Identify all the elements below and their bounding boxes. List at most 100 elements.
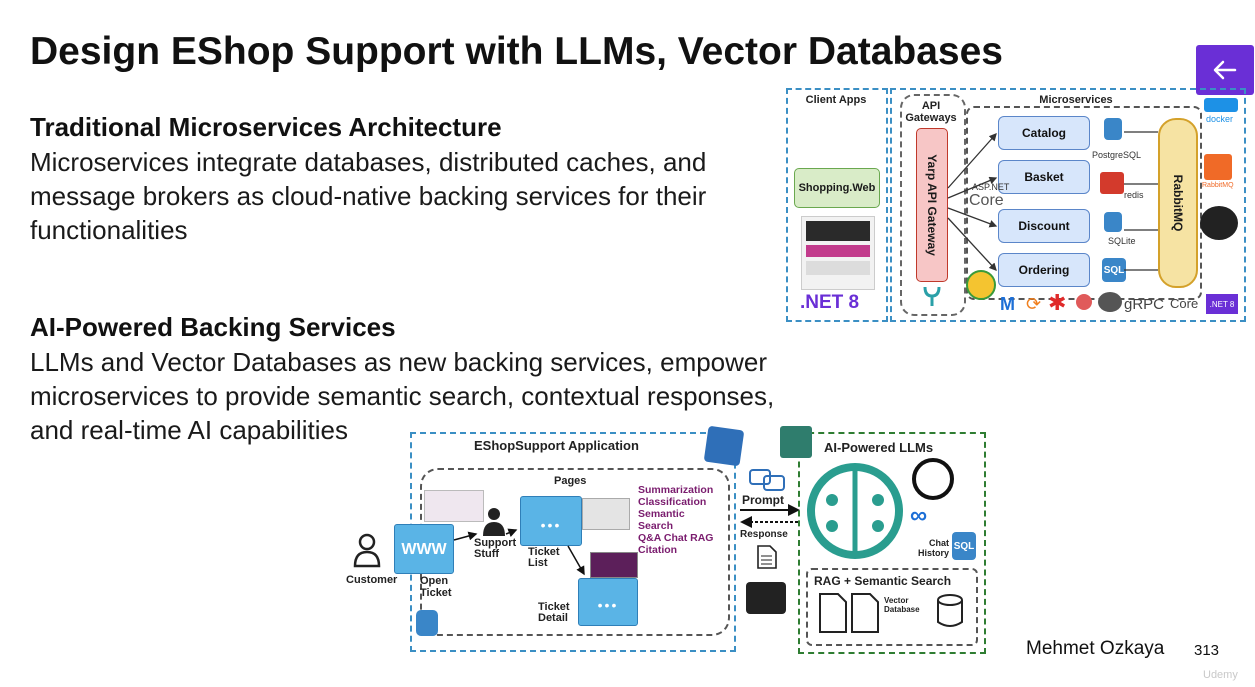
feature-item: Q&A Chat RAG bbox=[638, 532, 714, 544]
service-catalog: Catalog bbox=[998, 116, 1090, 150]
section2-line: microservices to provide semantic search… bbox=[30, 381, 775, 411]
api-gateways-box bbox=[900, 94, 966, 316]
chat-history-label: Chat History bbox=[918, 538, 950, 558]
sync-icon: ⟳ bbox=[1026, 294, 1042, 314]
rabbitmq-label: RabbitMQ bbox=[1171, 174, 1185, 232]
ticket-detail-label: Ticket Detail bbox=[538, 601, 570, 624]
microservices-diagram: Client Apps Shopping.Web .NET 8 API Gate… bbox=[786, 88, 1248, 324]
section1-line: functionalities bbox=[30, 215, 188, 245]
rabbitmq-logo-icon bbox=[1204, 154, 1232, 180]
net8-label: .NET 8 bbox=[800, 292, 860, 313]
ai-brain-icon-small bbox=[780, 426, 812, 458]
broker-arrows bbox=[1124, 131, 1158, 271]
sql-icon: SQL bbox=[1102, 258, 1126, 282]
openai-icon bbox=[912, 458, 954, 500]
gateway-box: Yarp API Gateway bbox=[916, 128, 948, 282]
ticket-list-window: ••• bbox=[520, 496, 582, 546]
support-stuff-label: Support Stuff bbox=[474, 537, 517, 560]
llms-box bbox=[798, 432, 986, 654]
www-label: WWW bbox=[401, 541, 447, 558]
rag-box bbox=[806, 568, 978, 646]
sql-badge: SQL bbox=[952, 532, 976, 560]
detail-thumbnail bbox=[590, 552, 638, 578]
net8-badge: .NET 8 bbox=[1206, 294, 1238, 314]
open-ticket-window: WWW bbox=[394, 524, 454, 574]
feature-item: Citation bbox=[638, 544, 678, 556]
db-sqlite-label: SQLite bbox=[1108, 236, 1136, 246]
list-thumbnail bbox=[582, 498, 630, 530]
page-number: 313 bbox=[1194, 642, 1220, 659]
redis-icon bbox=[1100, 172, 1124, 194]
flow-arrows bbox=[453, 528, 585, 576]
pages-label: Pages bbox=[554, 475, 587, 487]
ai-brain-icon bbox=[807, 463, 903, 559]
support-person-icon bbox=[483, 508, 505, 536]
feature-item: Classification bbox=[638, 496, 707, 508]
section2-line: LLMs and Vector Databases as new backing… bbox=[30, 347, 768, 377]
marten-icon: M bbox=[1000, 294, 1015, 314]
yarp-icon bbox=[923, 286, 941, 306]
website-thumbnail bbox=[801, 216, 875, 290]
client-apps-label: Client Apps bbox=[805, 94, 867, 106]
shopping-web-box: Shopping.Web bbox=[794, 168, 880, 208]
vector-database-icon bbox=[937, 594, 963, 627]
health-icon bbox=[966, 270, 996, 300]
section1-heading: Traditional Microservices Architecture bbox=[30, 112, 502, 142]
section1-line: Microservices integrate databases, distr… bbox=[30, 147, 707, 177]
db-redis-label: redis bbox=[1124, 190, 1144, 200]
section2-line: and real-time AI capabilities bbox=[30, 415, 348, 445]
meta-icon: ∞ bbox=[910, 502, 928, 529]
rag-title: RAG + Semantic Search bbox=[814, 574, 952, 588]
arrow-left-icon bbox=[1213, 60, 1237, 80]
balloon-icon bbox=[1076, 294, 1092, 310]
ticket-detail-window: ••• bbox=[578, 578, 638, 626]
chat-bubbles-icon bbox=[749, 469, 785, 491]
gateway-arrows bbox=[947, 133, 998, 271]
prompt-label: Prompt bbox=[742, 493, 784, 507]
team-chat-icon bbox=[746, 582, 786, 614]
docker-label: docker bbox=[1206, 114, 1234, 124]
section2-heading: AI-Powered Backing Services bbox=[30, 312, 396, 342]
gateway-label: Yarp API Gateway bbox=[925, 154, 939, 256]
sqlite-icon bbox=[1104, 212, 1122, 232]
page-thumbnail bbox=[424, 490, 484, 522]
rabbitmq-small-label: RabbitMQ bbox=[1202, 182, 1234, 189]
slide-title: Design EShop Support with LLMs, Vector D… bbox=[30, 30, 1003, 73]
service-basket: Basket bbox=[998, 160, 1090, 194]
eshop-diagram: EShopSupport Application Pages Customer … bbox=[340, 422, 990, 654]
core-label: Core bbox=[969, 192, 1004, 209]
postgres-icon bbox=[1104, 118, 1122, 140]
star-icon: ✱ bbox=[1048, 290, 1067, 315]
section1-body: Microservices integrate databases, distr… bbox=[30, 145, 706, 247]
docker-icon bbox=[1204, 98, 1238, 112]
grpc-label: gRPC bbox=[1124, 296, 1165, 313]
api-gateways-label: API Gateways bbox=[905, 100, 957, 124]
author-name: Mehmet Ozkaya bbox=[1026, 638, 1165, 659]
core-small-label: Core bbox=[1170, 296, 1199, 311]
vector-db-label: Vector Database bbox=[884, 596, 920, 614]
prompt-response-arrows bbox=[740, 504, 800, 528]
document-icon bbox=[757, 545, 777, 569]
feature-item: Summarization bbox=[638, 484, 714, 496]
open-ticket-label: Open Ticket bbox=[420, 575, 452, 599]
customer-label: Customer bbox=[346, 574, 398, 586]
customer-icon bbox=[353, 533, 381, 568]
ticket-list-label: Ticket List bbox=[528, 546, 560, 569]
section2-body: LLMs and Vector Databases as new backing… bbox=[30, 345, 774, 447]
mascot-icon bbox=[1200, 206, 1238, 240]
watermark: Udemy bbox=[1203, 669, 1238, 681]
feature-item: Search bbox=[638, 520, 674, 532]
cube-icon bbox=[703, 425, 745, 467]
features-list: Summarization Classification Semantic Se… bbox=[638, 484, 713, 556]
client-apps-box bbox=[786, 88, 888, 322]
db-postgres-label: PostgreSQL bbox=[1092, 150, 1142, 160]
feature-item: Semantic bbox=[638, 508, 685, 520]
database-icon bbox=[416, 610, 438, 636]
rabbitmq-box: RabbitMQ bbox=[1158, 118, 1198, 288]
documents-icon bbox=[819, 593, 879, 633]
microservices-label: Microservices bbox=[1039, 94, 1113, 106]
back-button[interactable] bbox=[1196, 45, 1254, 95]
llms-title: AI-Powered LLMs bbox=[824, 440, 934, 455]
microservices-area bbox=[890, 88, 1246, 322]
service-ordering: Ordering bbox=[998, 253, 1090, 287]
